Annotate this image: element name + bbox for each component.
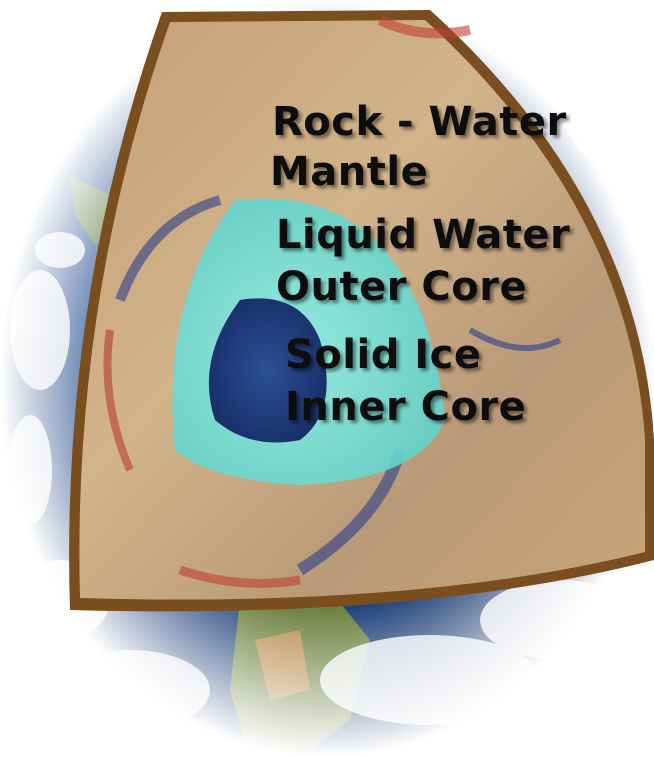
mantle-label-line1: Rock - Water xyxy=(272,99,567,145)
inner-core-region xyxy=(208,298,327,443)
inner-core-label: Solid Ice Inner Core xyxy=(285,332,526,430)
inner-core-label-line1: Solid Ice xyxy=(285,332,482,378)
inner-core-label-line2: Inner Core xyxy=(285,384,526,430)
outer-core-label-line2: Outer Core xyxy=(276,264,527,310)
layer-labels: Rock - Water Mantle Liquid Water Outer C… xyxy=(270,99,585,430)
mantle-label-line2: Mantle xyxy=(270,149,428,195)
outer-core-label-line1: Liquid Water xyxy=(276,212,570,258)
mantle-convection-streaks xyxy=(103,15,562,588)
outer-core-label: Liquid Water Outer Core xyxy=(276,212,585,310)
mantle-label: Rock - Water Mantle xyxy=(270,99,581,195)
